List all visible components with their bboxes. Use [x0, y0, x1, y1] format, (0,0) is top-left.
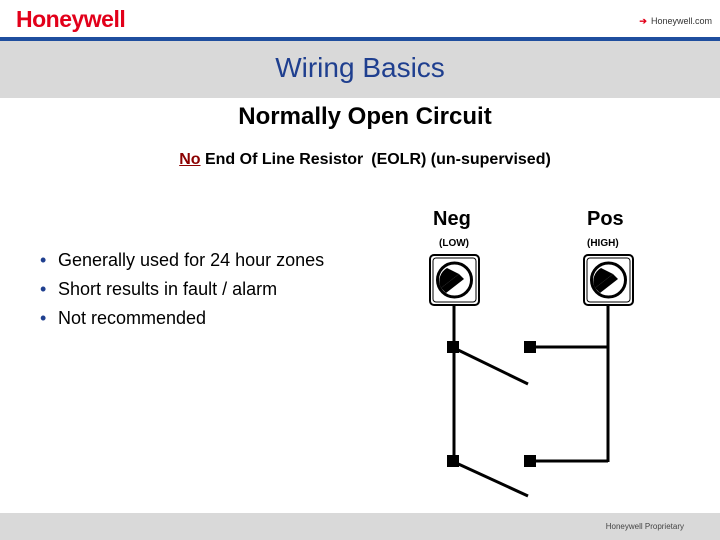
- neg-terminal-label: Neg: [433, 208, 471, 230]
- contact-point: [447, 455, 459, 467]
- neg-terminal-sublabel: (LOW): [439, 238, 469, 249]
- footer-band: [0, 513, 720, 540]
- neg-terminal-screw-icon: [429, 254, 480, 306]
- bullet-item: Generally used for 24 hour zones: [40, 248, 324, 277]
- honeywell-logo: Honeywell: [16, 6, 126, 32]
- subtitle-eolr-note: (EOLR) (un-supervised): [371, 151, 551, 168]
- arrow-right-icon: ➔: [639, 16, 647, 26]
- honeywell-link[interactable]: ➔Honeywell.com: [639, 16, 712, 27]
- footer-text: Honeywell Proprietary: [605, 522, 684, 531]
- subtitle-no-word: No: [179, 151, 201, 168]
- pos-terminal-screw-icon: [583, 254, 634, 306]
- bullet-list: Generally used for 24 hour zones Short r…: [40, 248, 324, 335]
- pos-terminal-label: Pos: [587, 208, 624, 230]
- header-divider: [0, 37, 720, 41]
- contact-points: [447, 341, 536, 467]
- slide-subtitle-secondary: No End Of Line Resistor (EOLR) (un-superv…: [0, 151, 720, 169]
- contact-point: [524, 455, 536, 467]
- wires: [452, 305, 610, 498]
- honeywell-link-label: Honeywell.com: [650, 16, 712, 26]
- bullet-item: Not recommended: [40, 306, 324, 335]
- pos-terminal-sublabel: (HIGH): [587, 238, 619, 249]
- title-band: [0, 41, 720, 98]
- contact-point: [447, 341, 459, 353]
- slide-subtitle: Normally Open Circuit: [238, 103, 492, 130]
- top-switch-blade: [453, 346, 529, 386]
- contact-point: [524, 341, 536, 353]
- subtitle-eolr-text: End Of Line Resistor: [204, 151, 364, 168]
- slide-title: Wiring Basics: [275, 52, 445, 83]
- bottom-switch-blade: [453, 460, 529, 498]
- bullet-item: Short results in fault / alarm: [40, 277, 324, 306]
